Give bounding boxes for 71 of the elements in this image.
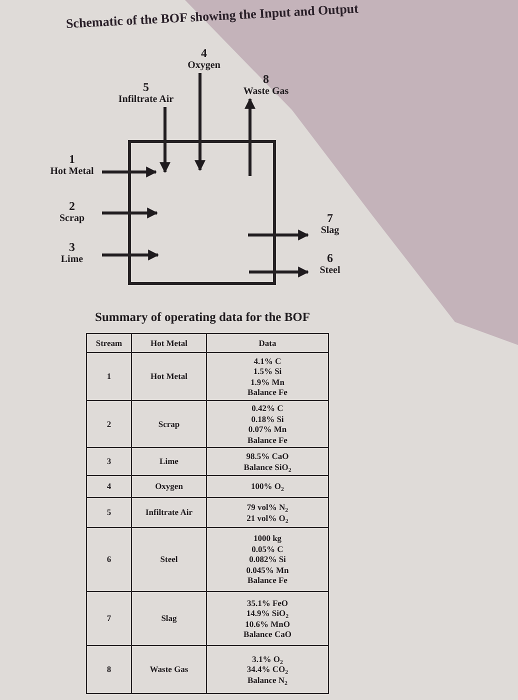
- composition-value: 1.9% Mn: [250, 376, 284, 387]
- composition-value: Balance Fe: [248, 575, 288, 586]
- column-header: Hot Metal: [150, 338, 188, 348]
- material-name: Scrap: [158, 418, 180, 430]
- stream-name: Hot Metal: [50, 166, 94, 178]
- composition-value: Balance SiO$_{2}$: [244, 462, 292, 472]
- material-name: Waste Gas: [150, 664, 188, 675]
- composition-value: 0.42% C: [252, 403, 284, 414]
- stream-number: 4: [106, 481, 112, 492]
- stream-name: Lime: [60, 254, 84, 266]
- stream-number: 6: [106, 554, 112, 565]
- composition-value: 0.045% Mn: [246, 564, 289, 576]
- stream-number: 7: [327, 211, 333, 225]
- stream-number: 2: [106, 418, 112, 430]
- stream-number: 7: [106, 613, 112, 624]
- composition-value: 0.07% Mn: [248, 424, 287, 434]
- arrow: [194, 73, 206, 172]
- stream-number: 1: [69, 152, 75, 166]
- composition-value: 79 vol% N$_{2}$: [246, 502, 288, 512]
- stream-number: 4: [201, 46, 207, 60]
- composition-value: 0.082% Si: [249, 554, 286, 565]
- composition-value: 1.5% Si: [253, 366, 282, 376]
- arrow: [102, 208, 158, 218]
- material-name: Hot Metal: [150, 371, 188, 382]
- composition-value: 34.4% CO$_{2}$: [246, 664, 288, 675]
- arrow: [248, 230, 310, 240]
- arrow: [244, 98, 256, 176]
- stream-number: 8: [106, 664, 112, 675]
- stream-number: 3: [106, 456, 112, 467]
- column-header: Data: [258, 338, 276, 348]
- stream-name: Oxygen: [188, 60, 220, 72]
- material-name: Lime: [160, 456, 178, 467]
- arrow: [102, 166, 158, 178]
- stream-name: Scrap: [60, 213, 84, 225]
- stream-name: Steel: [320, 265, 340, 277]
- table-heading: Summary of operating data for the BOF: [95, 310, 310, 325]
- stream-number: 5: [106, 507, 112, 518]
- composition-value: Balance CaO: [244, 629, 292, 640]
- composition-value: Balance Fe: [248, 434, 288, 445]
- furnace-vessel: [128, 140, 276, 285]
- composition-value: 0.18% Si: [251, 414, 284, 424]
- composition-value: Balance Fe: [248, 387, 288, 398]
- column-header: Stream: [96, 338, 122, 348]
- stream-number: 8: [263, 72, 269, 86]
- composition-value: 100% O$_{2}$: [251, 481, 284, 492]
- composition-value: Balance N$_{2}$: [247, 674, 288, 686]
- stream-number: 5: [143, 80, 149, 94]
- stream-number: 2: [69, 199, 75, 213]
- arrow: [249, 266, 310, 278]
- composition-value: 1000 kg: [253, 533, 282, 544]
- diagram-title: Schematic of the BOF showing the Input and Output: [66, 0, 359, 32]
- stream-name: Slag: [320, 225, 340, 237]
- arrow: [160, 107, 170, 174]
- composition-value: 3.1% O$_{2}$: [252, 654, 283, 664]
- arrow: [102, 250, 160, 260]
- stream-number: 3: [69, 240, 75, 254]
- stream-name: Waste Gas: [243, 86, 289, 98]
- material-name: Slag: [161, 613, 177, 624]
- composition-value: 4.1% C: [254, 356, 282, 366]
- composition-value: 21 vol% O$_{2}$: [246, 512, 288, 523]
- composition-value: 35.1% FeO: [246, 598, 288, 608]
- composition-value: 98.5% CaO: [246, 451, 289, 462]
- material-name: Infiltrate Air: [146, 507, 192, 518]
- material-name: Oxygen: [155, 481, 183, 492]
- composition-value: 10.6% MnO: [245, 618, 290, 629]
- composition-value: 14.9% SiO$_{2}$: [246, 608, 289, 618]
- composition-value: 0.05% C: [252, 544, 284, 554]
- material-name: Steel: [160, 554, 178, 565]
- stream-name: Infiltrate Air: [118, 94, 174, 106]
- stream-number: 6: [327, 251, 333, 265]
- stream-number: 1: [106, 371, 112, 382]
